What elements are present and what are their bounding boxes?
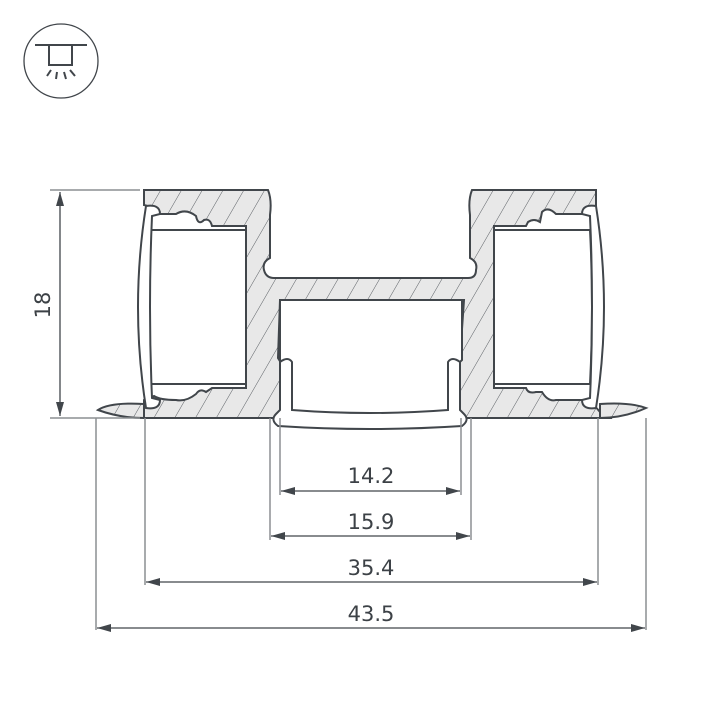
dimension-arrows [56,192,645,632]
dim-inner-width-2-label: 15.9 [348,510,395,534]
dim-mid-width-label: 35.4 [348,556,395,580]
flanges [95,402,649,420]
aluminium-profile [143,189,613,419]
dim-overall-width-label: 43.5 [348,602,395,626]
ceiling-recessed-light-icon [23,23,99,99]
dim-height-label: 18 [31,292,55,319]
diffuser-clips [137,204,605,430]
dim-inner-width-1-label: 14.2 [348,464,395,488]
dimension-lines [50,189,647,630]
